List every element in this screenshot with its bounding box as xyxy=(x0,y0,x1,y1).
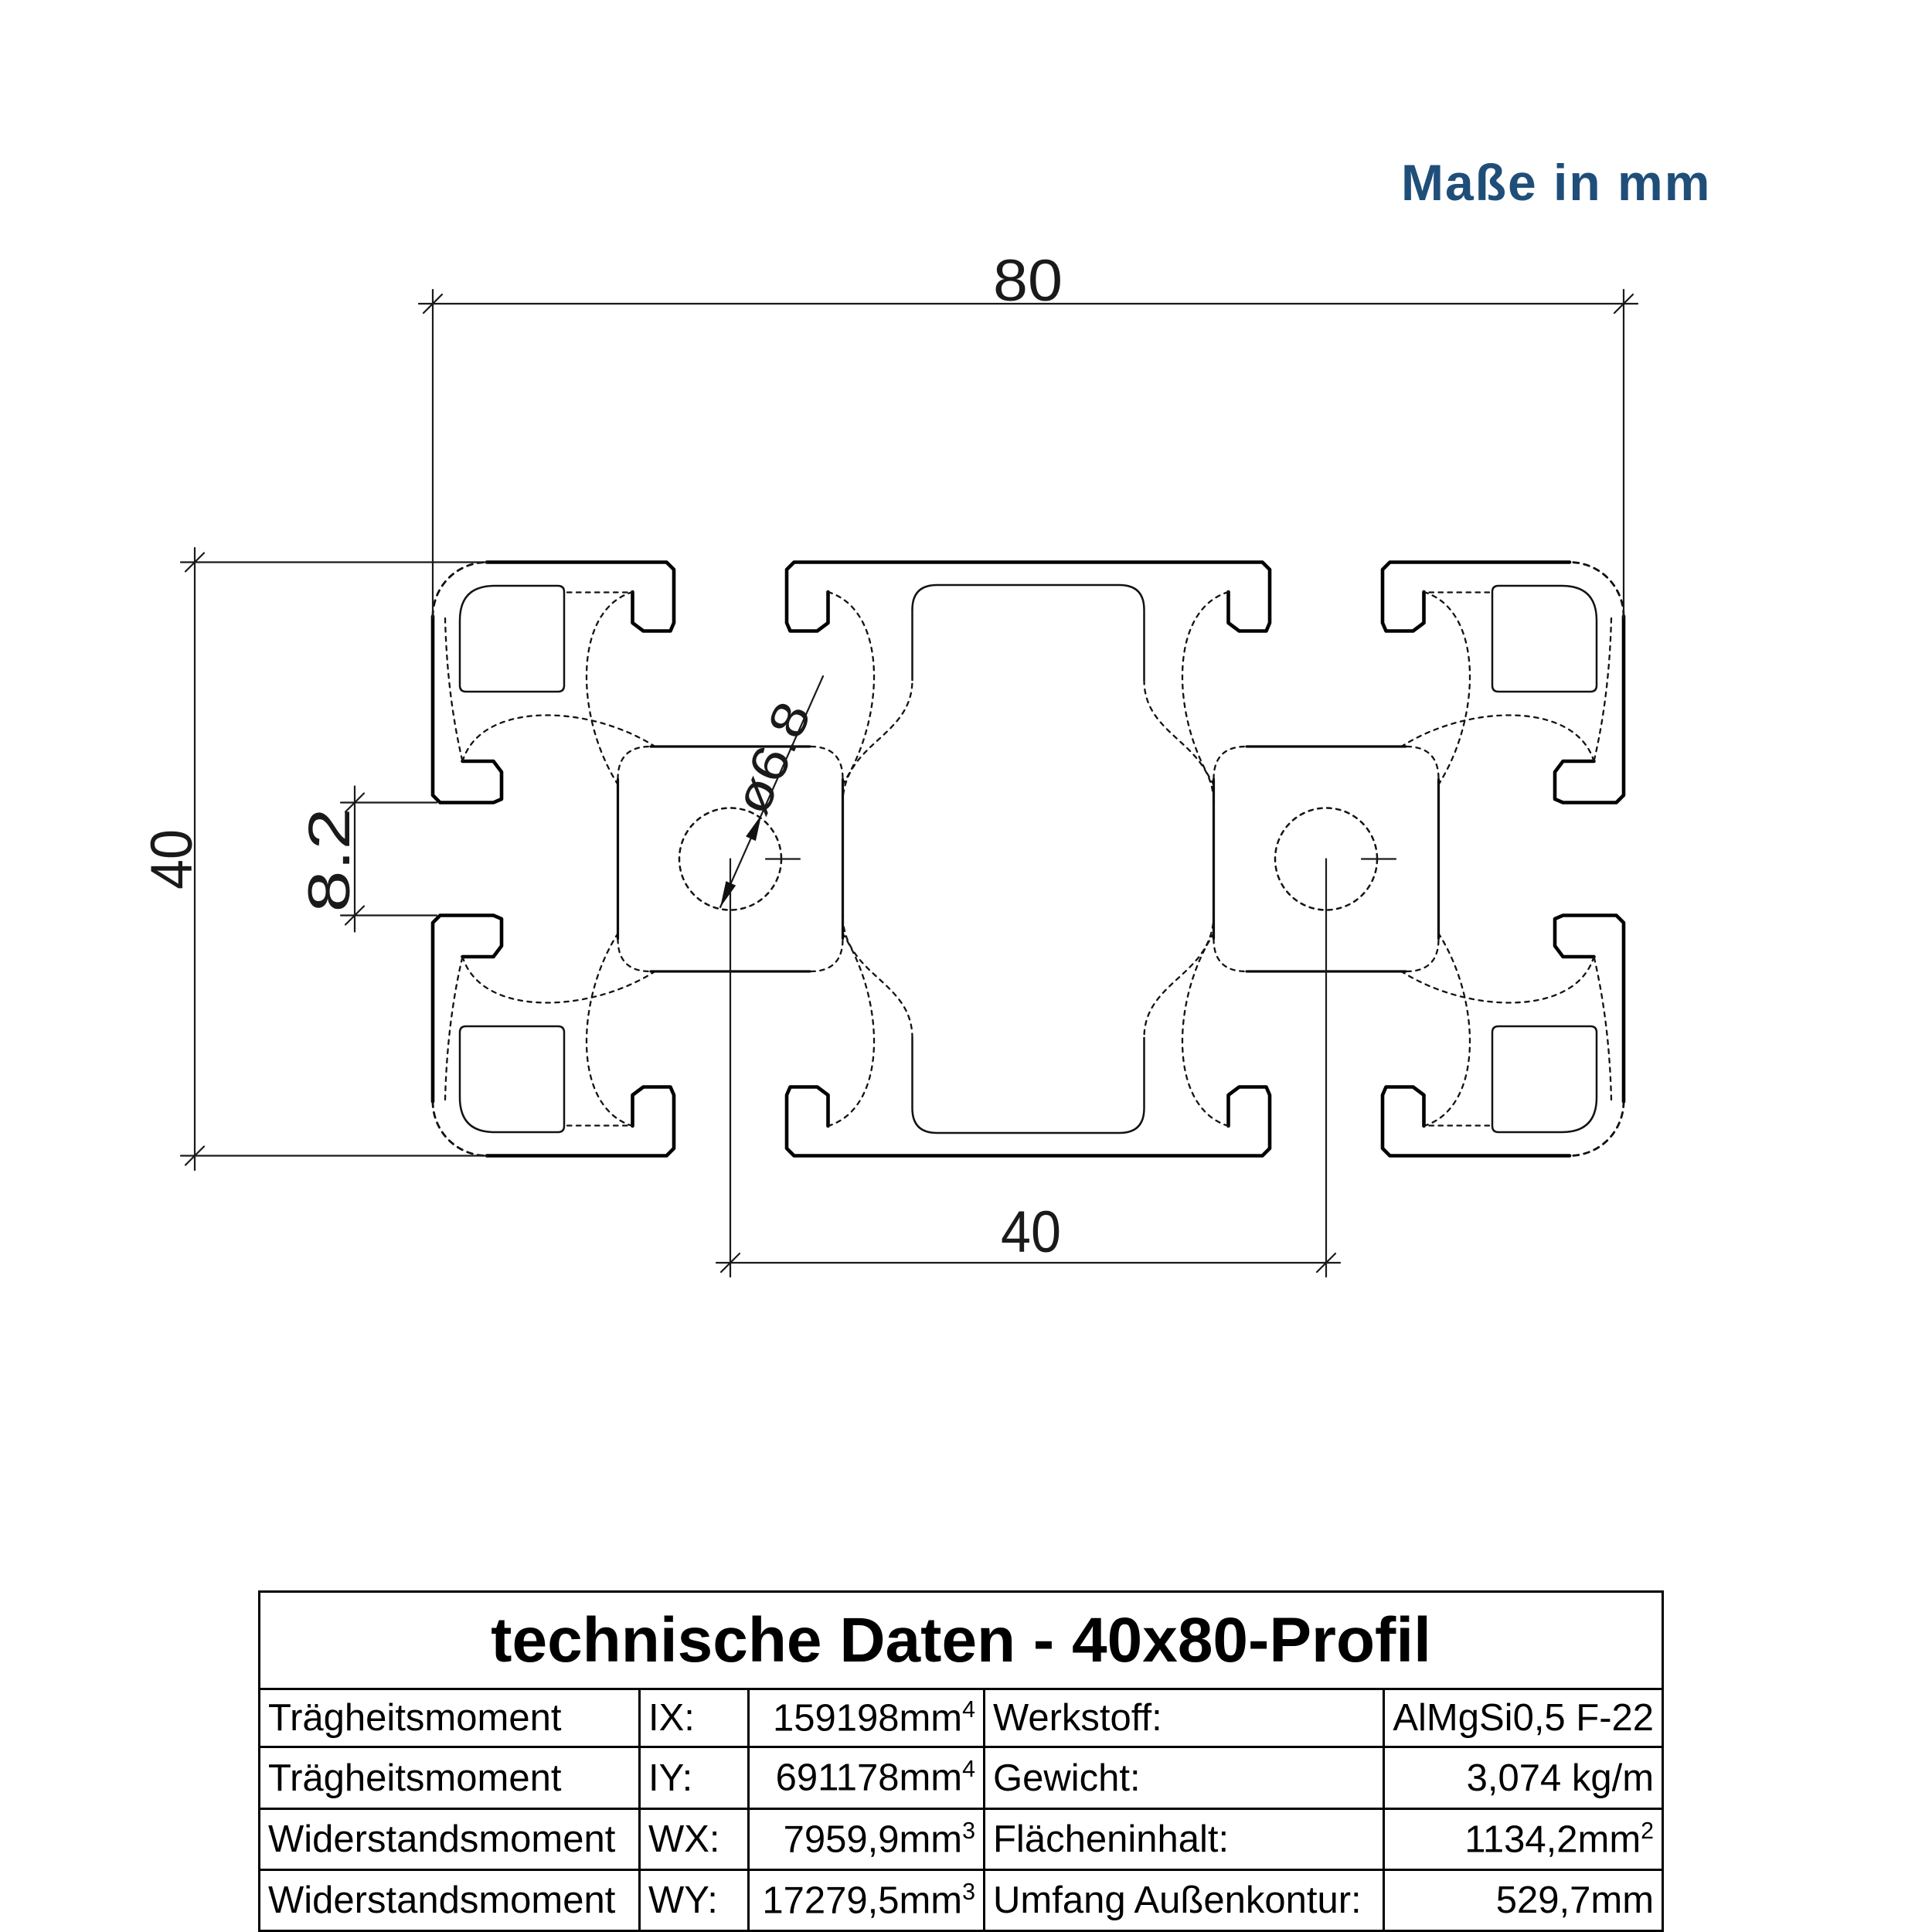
svg-text:8.2: 8.2 xyxy=(297,808,362,913)
svg-text:ø6.8: ø6.8 xyxy=(723,693,822,822)
svg-text:40: 40 xyxy=(1001,1199,1061,1265)
svg-text:80: 80 xyxy=(993,248,1063,314)
svg-text:40: 40 xyxy=(139,829,205,889)
